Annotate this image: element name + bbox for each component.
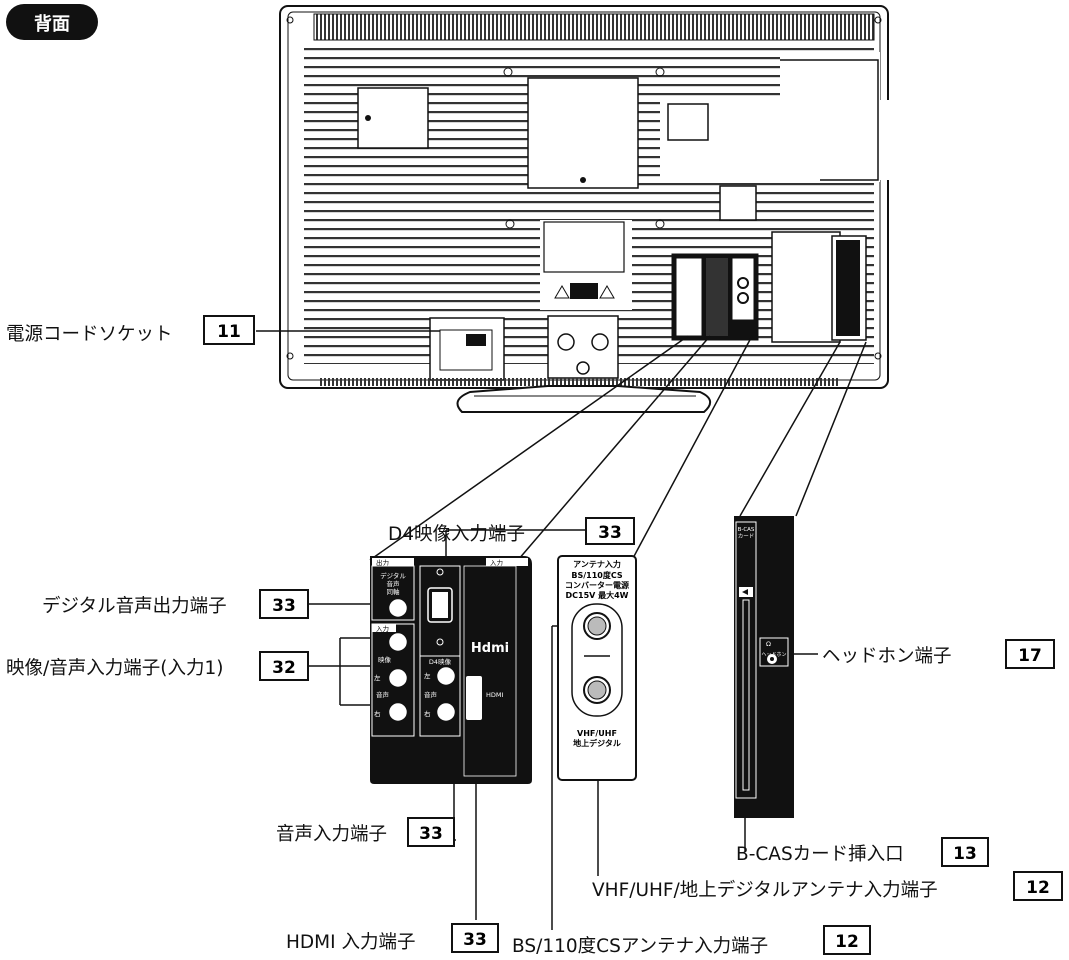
label-headphone: ヘッドホン端子 xyxy=(822,646,952,667)
svg-text:同軸: 同軸 xyxy=(387,587,401,596)
label-bs-antenna-in: BS/110度CSアンテナ入力端子 xyxy=(512,936,768,957)
callout-d4: D4映像入力端子 33 xyxy=(388,517,635,545)
page-ref-box xyxy=(585,517,635,545)
callout-power: 電源コードソケット 11 xyxy=(6,315,255,345)
hdmi-in-port xyxy=(466,676,482,720)
svg-text:入力: 入力 xyxy=(376,624,389,633)
callout-av-in: 映像/音声入力端子(入力1) 32 xyxy=(6,651,309,681)
svg-text:音声: 音声 xyxy=(387,579,401,588)
audio-right-in-jack xyxy=(387,701,409,723)
svg-text:VHF/UHF: VHF/UHF xyxy=(577,729,617,738)
label-bcas-slot: B-CASカード挿入口 xyxy=(736,844,904,865)
label-hdmi-in: HDMI 入力端子 xyxy=(286,932,415,953)
svg-text:B-CAS: B-CAS xyxy=(738,527,755,533)
d4-audio-left-jack xyxy=(435,665,457,687)
leader-antenna xyxy=(631,335,753,561)
label-power-socket: 電源コードソケット xyxy=(6,324,173,345)
page-ref-box xyxy=(203,315,255,345)
page-ref-box xyxy=(823,925,871,955)
label-av-in: 映像/音声入力端子(入力1) xyxy=(6,658,223,679)
svg-text:12: 12 xyxy=(1026,878,1050,898)
svg-text:地上デジタル: 地上デジタル xyxy=(573,738,621,748)
hdmi-logo: Hdmi xyxy=(471,641,509,656)
svg-text:17: 17 xyxy=(1018,646,1042,666)
bcas-headphone-panel: B-CAS カード Ω ヘッドホン xyxy=(734,516,794,818)
svg-text:DC15V 最大4W: DC15V 最大4W xyxy=(565,590,628,600)
label-audio-in: 音声入力端子 xyxy=(276,824,387,845)
svg-text:11: 11 xyxy=(217,322,241,342)
page-ref-box xyxy=(259,651,309,681)
svg-text:12: 12 xyxy=(835,932,859,952)
svg-text:BS/110度CS: BS/110度CS xyxy=(571,570,622,580)
audio-left-in-jack xyxy=(387,667,409,689)
callout-hdmi: HDMI 入力端子 33 xyxy=(286,923,499,953)
leader-av-in xyxy=(306,637,386,706)
page-ref-box xyxy=(1005,639,1055,669)
callout-bcas: B-CASカード挿入口 13 xyxy=(736,837,989,867)
terminal-panel-left: 出力 入力 デジタル 音声 同軸 入力 映像 左 音声 右 D4映像 左 音声 … xyxy=(370,556,532,784)
svg-text:音声: 音声 xyxy=(424,690,438,699)
svg-text:カード: カード xyxy=(738,533,755,540)
page-ref-box xyxy=(451,923,499,953)
tv-rear-body xyxy=(279,5,890,413)
title-badge: 背面 xyxy=(6,4,98,40)
page-ref-box xyxy=(1013,871,1063,901)
svg-text:33: 33 xyxy=(419,824,443,844)
svg-text:コンバーター電源: コンバーター電源 xyxy=(565,580,629,590)
label-d4-video-in: D4映像入力端子 xyxy=(388,524,525,545)
svg-text:左: 左 xyxy=(424,671,431,680)
svg-text:33: 33 xyxy=(272,596,296,616)
svg-text:右: 右 xyxy=(424,709,431,718)
svg-text:HDMI: HDMI xyxy=(486,691,504,699)
label-digital-audio-out: デジタル音声出力端子 xyxy=(42,596,227,617)
digital-audio-out-jack xyxy=(387,597,409,619)
svg-text:13: 13 xyxy=(953,844,977,864)
svg-text:33: 33 xyxy=(598,523,622,543)
page-ref-box xyxy=(407,817,455,847)
svg-text:右: 右 xyxy=(374,709,381,718)
page-ref-box xyxy=(941,837,989,867)
leader-panel-left xyxy=(369,335,689,561)
page-title: 背面 xyxy=(34,13,70,35)
antenna-panel: アンテナ入力 BS/110度CS コンバーター電源 DC15V 最大4W VHF… xyxy=(557,555,637,781)
svg-text:Ω: Ω xyxy=(766,640,771,648)
svg-text:アンテナ入力: アンテナ入力 xyxy=(573,559,621,569)
svg-text:デジタル: デジタル xyxy=(380,571,406,580)
callout-digital-out: デジタル音声出力端子 33 xyxy=(42,589,309,619)
video-in-jack xyxy=(387,631,409,653)
svg-text:映像: 映像 xyxy=(378,655,392,664)
leader-bcas-left xyxy=(739,341,841,517)
svg-text:左: 左 xyxy=(374,673,381,682)
callout-audio-in: 音声入力端子 33 xyxy=(276,817,455,847)
leader-bcas-right xyxy=(795,341,867,517)
callout-vhf: VHF/UHF/地上デジタルアンテナ入力端子 12 xyxy=(592,871,1063,901)
callout-headphone: ヘッドホン端子 17 xyxy=(822,639,1055,669)
bcas-card-slot xyxy=(742,599,750,791)
callout-bs: BS/110度CSアンテナ入力端子 12 xyxy=(512,925,871,957)
label-in-header: 入力 xyxy=(490,558,503,567)
d4-audio-right-jack xyxy=(435,701,457,723)
svg-text:33: 33 xyxy=(463,930,487,950)
page-ref-box xyxy=(259,589,309,619)
label-out: 出力 xyxy=(376,558,389,567)
svg-text:32: 32 xyxy=(272,658,296,678)
svg-text:音声: 音声 xyxy=(376,690,390,699)
svg-text:D4映像: D4映像 xyxy=(429,657,452,666)
leader-panel-right xyxy=(517,335,711,561)
label-vhf-antenna-in: VHF/UHF/地上デジタルアンテナ入力端子 xyxy=(592,880,938,901)
